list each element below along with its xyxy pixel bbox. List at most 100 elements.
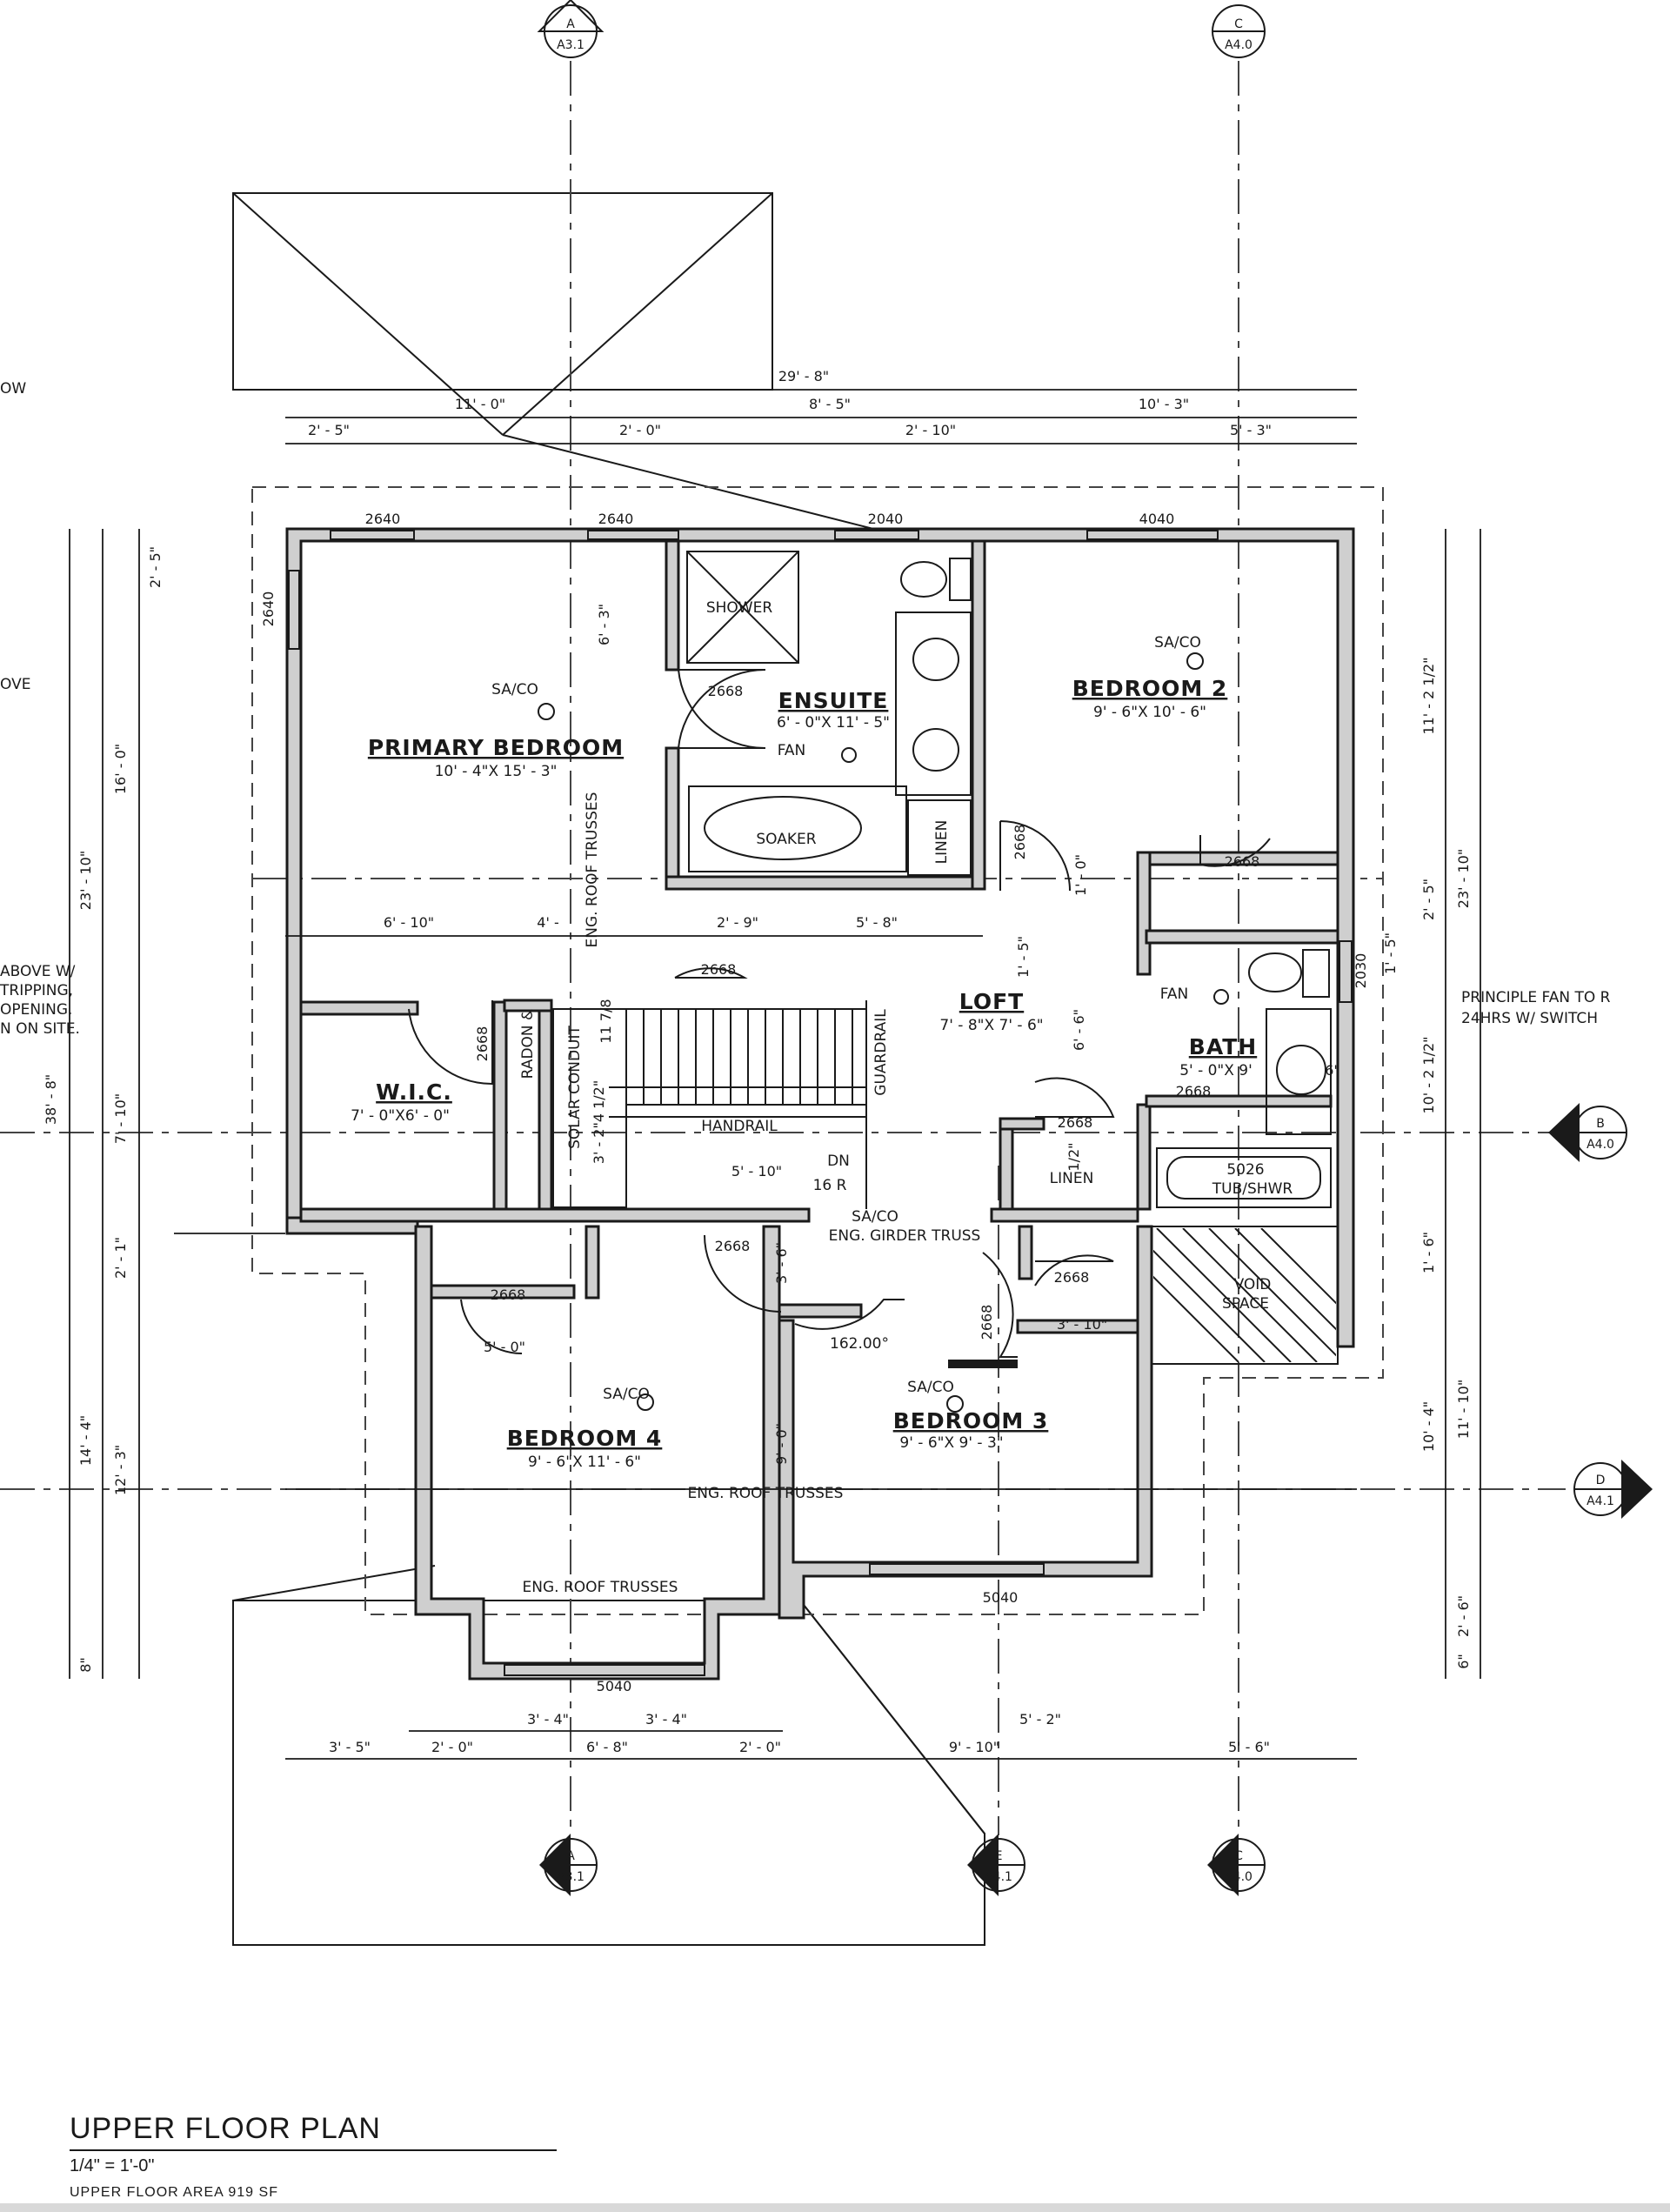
- window-tag: 5040: [983, 1589, 1019, 1606]
- label-void: SPACE: [1222, 1295, 1269, 1313]
- label-fan: FAN: [1160, 986, 1189, 1003]
- section-marker-top-a: [537, 0, 605, 58]
- door-tag: 2668: [474, 1026, 491, 1062]
- label-edge: OVE: [0, 676, 30, 693]
- dim-text: 3' - 2"4 1/2": [591, 1080, 607, 1164]
- section-id: C: [1234, 1849, 1243, 1863]
- label-fan-note: 24HRS W/ SWITCH: [1461, 1010, 1598, 1027]
- section-marker-bottom-a: [539, 1834, 598, 1896]
- room-size-bed4: 9' - 6"X 11' - 6": [528, 1454, 641, 1471]
- room-name-bed2: BEDROOM 2: [1072, 676, 1228, 701]
- room-name-loft: LOFT: [959, 989, 1024, 1014]
- door-tag: 2668: [1225, 853, 1260, 870]
- label-solar: SOLAR CONDUIT: [566, 1025, 584, 1148]
- label-saco: SA/CO: [603, 1386, 650, 1403]
- roof-outline-top: [232, 192, 888, 533]
- door-tag: 2668: [1058, 1114, 1093, 1131]
- dim-text: 1/2": [1065, 1142, 1082, 1171]
- dim-text: 6' - 10": [384, 914, 434, 931]
- dim-text: 9' - 0": [773, 1423, 790, 1465]
- room-size-ensuite: 6' - 0"X 11' - 5": [777, 714, 890, 732]
- dim-text: 1' - 0": [1072, 854, 1089, 896]
- door-tag: 2668: [979, 1305, 995, 1340]
- section-sheet: A4.0: [1225, 1870, 1252, 1884]
- dim-text: 11' - 2 1/2": [1420, 657, 1437, 734]
- dim-text: 8": [77, 1657, 94, 1673]
- dim-text: 10' - 3": [1139, 396, 1189, 412]
- dim-text: 23' - 10": [1455, 849, 1472, 908]
- label-angle: 162.00°: [830, 1335, 889, 1353]
- room-name-wic: W.I.C.: [376, 1079, 452, 1105]
- plan-title: UPPER FLOOR PLAN: [70, 2112, 557, 2151]
- door-tag: 2668: [491, 1286, 526, 1303]
- label-roof-trusses: ENG. ROOF TRUSSES: [688, 1485, 844, 1502]
- dim-text: 3' - 4": [645, 1711, 687, 1727]
- room-name-ensuite: ENSUITE: [778, 688, 889, 713]
- dim-text: 5' - 10": [731, 1163, 782, 1180]
- dim-text: 2' - 1": [112, 1237, 129, 1279]
- dim-text: 11' - 0": [455, 396, 505, 412]
- dim-text: 6' - 3": [596, 604, 612, 645]
- window-tag: 5040: [597, 1678, 632, 1694]
- dim-text: 5' - 6": [1228, 1739, 1270, 1755]
- dim-text: 5' - 8": [856, 914, 898, 931]
- dim-text: 2' - 0": [739, 1739, 781, 1755]
- dim-text: 14' - 4": [77, 1415, 94, 1466]
- section-id: A: [566, 1849, 575, 1863]
- title-block: UPPER FLOOR PLAN 1/4" = 1'-0" UPPER FLOO…: [70, 2112, 557, 2201]
- door-tag: 2668: [1012, 825, 1028, 860]
- window-tag: 2040: [868, 511, 904, 527]
- section-marker-right-b: [1548, 1103, 1627, 1162]
- dim-text: 3' - 6": [773, 1242, 790, 1284]
- void-hatch: [1153, 1228, 1336, 1362]
- roof-outline-bottom: [232, 1565, 985, 1946]
- dim-text: 16' - 0": [112, 744, 129, 794]
- dim-text: 12' - 3": [112, 1445, 129, 1495]
- dim-text: 1' - 5": [1015, 936, 1032, 978]
- label-edge: OW: [0, 380, 26, 398]
- dim-text: 38' - 8": [43, 1074, 59, 1125]
- section-marker-top-c: [1212, 4, 1266, 58]
- section-id: A: [566, 17, 575, 31]
- window-tag: 2030: [1353, 953, 1369, 989]
- section-marker-right-d: [1573, 1460, 1653, 1519]
- label-note: TRIPPING,: [0, 982, 73, 999]
- roof-overhang-dashed: [251, 486, 1384, 1615]
- section-sheet: A4.0: [1586, 1138, 1614, 1152]
- section-sheet: A3.1: [557, 38, 584, 52]
- room-size-wic: 7' - 0"X6' - 0": [351, 1107, 450, 1125]
- section-sheet: A4.0: [1225, 38, 1252, 52]
- label-note: N ON SITE.: [0, 1020, 80, 1038]
- section-id: D: [1596, 1474, 1606, 1487]
- section-marker-bottom-c: [1207, 1834, 1266, 1896]
- dim-text: 2' - 5": [147, 546, 164, 588]
- section-id: E: [995, 1849, 1003, 1863]
- label-linen: LINEN: [933, 820, 951, 865]
- plan-scale: 1/4" = 1'-0": [70, 2156, 155, 2175]
- dim-text: 2' - 0": [431, 1739, 473, 1755]
- window-tag: 2640: [365, 511, 401, 527]
- room-name-primary: PRIMARY BEDROOM: [368, 735, 624, 760]
- label-six-inch: 6": [1325, 1062, 1340, 1079]
- section-sheet: A3.1: [557, 1870, 584, 1884]
- window-tag: 2640: [260, 591, 277, 627]
- door-tag: 2668: [701, 961, 737, 978]
- room-name-bath: BATH: [1189, 1034, 1257, 1059]
- room-size-bed3: 9' - 6"X 9' - 3": [899, 1434, 1003, 1452]
- section-sheet: A4.1: [1586, 1494, 1614, 1508]
- window-tag: 4040: [1139, 511, 1175, 527]
- room-size-primary: 10' - 4"X 15' - 3": [435, 763, 558, 780]
- label-saco: SA/CO: [491, 681, 538, 698]
- label-risers: 16 R: [813, 1177, 847, 1194]
- room-name-bed3: BEDROOM 3: [893, 1408, 1049, 1433]
- label-roof-trusses: ENG. ROOF TRUSSES: [523, 1579, 678, 1596]
- dim-text: 29' - 8": [778, 368, 829, 384]
- label-girder-truss: ENG. GIRDER TRUSS: [829, 1227, 981, 1245]
- label-tub: TUB/SHWR: [1212, 1180, 1293, 1198]
- dim-text: 2' - 9": [717, 914, 758, 931]
- dim-text: 8' - 5": [809, 396, 851, 412]
- label-saco: SA/CO: [907, 1379, 954, 1396]
- label-fan: FAN: [778, 742, 806, 759]
- label-tub-code: 5026: [1226, 1161, 1264, 1179]
- section-id: C: [1234, 17, 1243, 31]
